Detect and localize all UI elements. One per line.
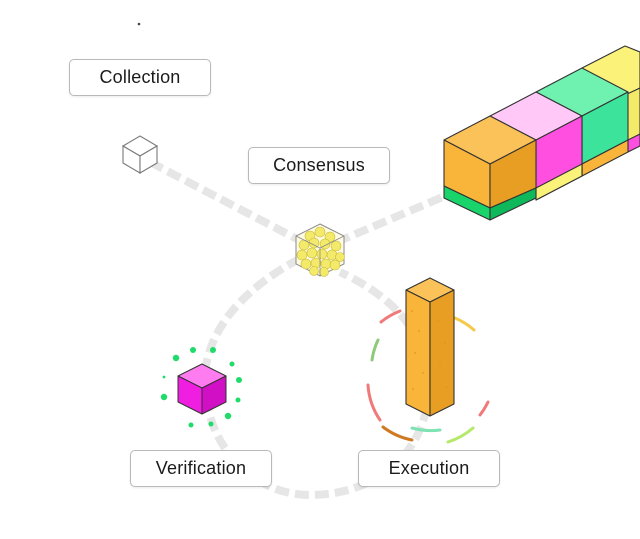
stray-dot (137, 22, 141, 26)
consensus-label-text: Consensus (273, 155, 365, 175)
verification-label-text: Verification (155, 458, 247, 478)
collection-label-text: Collection (99, 67, 181, 87)
verification-label[interactable]: Verification (130, 450, 272, 487)
pipeline-path (148, 158, 447, 500)
orange-column-icon[interactable] (405, 277, 455, 417)
execution-label[interactable]: Execution (358, 450, 500, 487)
wireframe-cube-icon[interactable] (121, 135, 159, 174)
execution-arcs (366, 309, 490, 444)
magenta-cube-icon[interactable] (177, 363, 227, 415)
cube-of-spheres-icon[interactable] (295, 223, 345, 277)
consensus-label[interactable]: Consensus (248, 147, 390, 184)
verification-dots (160, 347, 242, 428)
execution-label-text: Execution (388, 458, 470, 478)
collection-label[interactable]: Collection (69, 59, 211, 96)
blockchain-blocks-icon[interactable] (443, 45, 640, 221)
